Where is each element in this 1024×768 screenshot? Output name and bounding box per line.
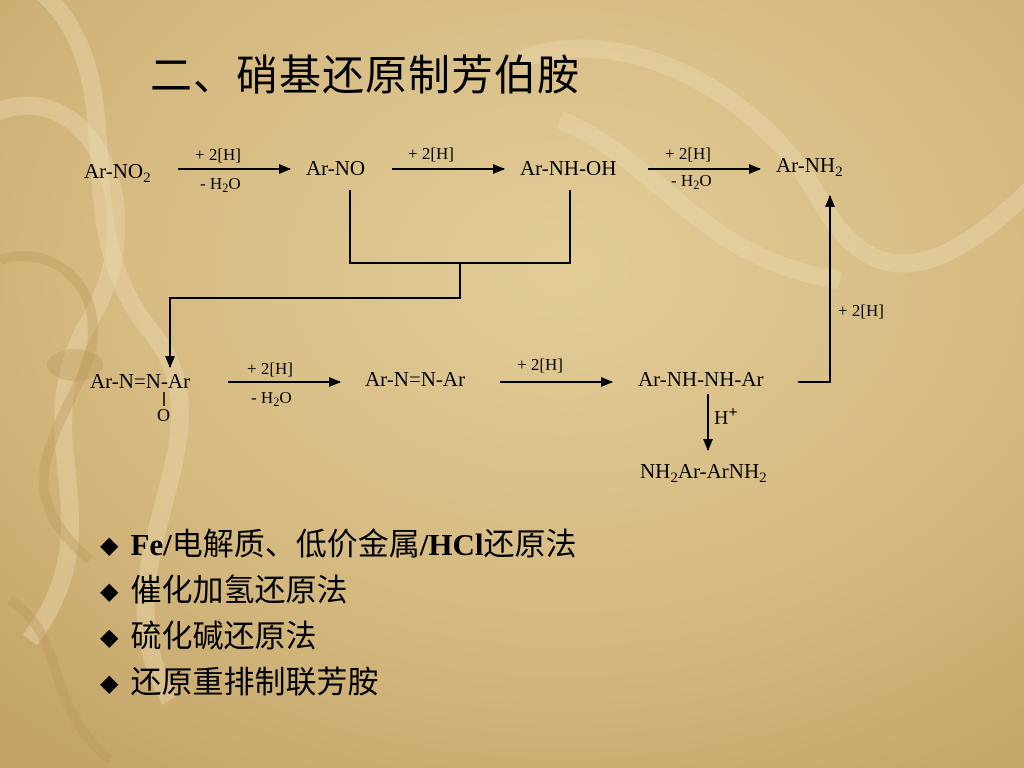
nitrobenzene-label: Ar-NO2 xyxy=(84,159,151,186)
condition-minus-water-4: - H2O xyxy=(251,388,292,410)
diamond-bullet-icon: ◆ xyxy=(100,531,119,559)
condition-plus-2h-vertical: + 2[H] xyxy=(838,301,884,320)
condition-minus-water-1: - H2O xyxy=(200,174,241,196)
aniline-label: Ar-NH2 xyxy=(776,153,843,180)
condition-minus-water-3: - H2O xyxy=(671,171,712,193)
diamond-bullet-icon: ◆ xyxy=(100,669,119,697)
list-item: ◆硫化碱还原法 xyxy=(100,614,577,660)
condition-plus-2h-5: + 2[H] xyxy=(517,355,563,374)
arrow-hydrazo-to-amine xyxy=(798,195,835,383)
benzidine-label: NH2Ar-ArNH2 xyxy=(640,459,767,486)
condition-plus-2h-3: + 2[H] xyxy=(665,144,711,163)
diamond-bullet-icon: ◆ xyxy=(100,577,119,605)
arrow-to-azoxy xyxy=(165,263,461,368)
list-item: ◆Fe/电解质、低价金属/HCl还原法 xyxy=(100,522,577,568)
azoxybenzene-label: Ar-N=N-Ar xyxy=(90,369,191,393)
azoxy-oxygen: O xyxy=(157,405,170,425)
list-item: ◆催化加氢还原法 xyxy=(100,568,577,614)
acid-catalyst-label: H+ xyxy=(714,404,738,430)
slide-title: 二、硝基还原制芳伯胺 xyxy=(150,51,581,100)
condition-plus-2h-1: + 2[H] xyxy=(195,145,241,164)
hydrazobenzene-label: Ar-NH-NH-Ar xyxy=(638,367,764,391)
diamond-bullet-icon: ◆ xyxy=(100,623,119,651)
nitroso-label: Ar-NO xyxy=(306,156,366,180)
list-item: ◆还原重排制联芳胺 xyxy=(100,660,577,706)
hydroxylamine-label: Ar-NH-OH xyxy=(520,156,617,180)
condition-plus-2h-2: + 2[H] xyxy=(408,144,454,163)
condensation-bracket xyxy=(349,190,571,264)
azobenzene-label: Ar-N=N-Ar xyxy=(365,367,466,391)
reduction-methods-list: ◆Fe/电解质、低价金属/HCl还原法 ◆催化加氢还原法 ◆硫化碱还原法 ◆还原… xyxy=(100,522,577,706)
condition-plus-2h-4: + 2[H] xyxy=(247,359,293,378)
